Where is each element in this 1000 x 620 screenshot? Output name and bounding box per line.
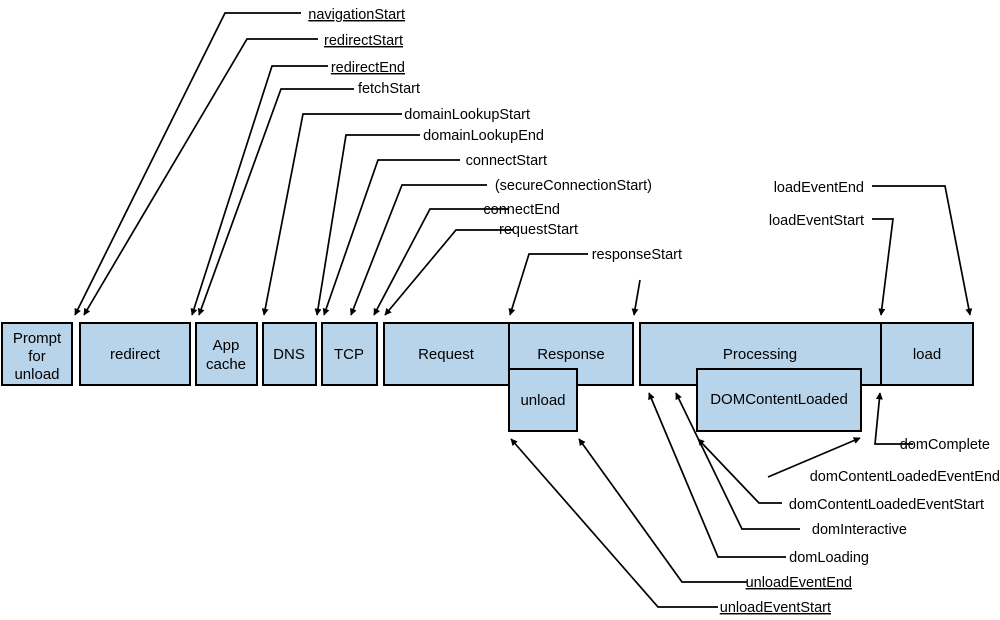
arrow-domain-lookup-end <box>314 134 420 316</box>
phase-unload-label: unload <box>520 392 565 409</box>
phase-dom-content-loaded: DOMContentLoaded <box>696 368 862 432</box>
label-dom-content-loaded-event-start: domContentLoadedEventStart <box>789 497 984 513</box>
phase-redirect: redirect <box>79 322 191 386</box>
label-redirect-start: redirectStart <box>324 33 403 49</box>
phase-tcp-label: TCP <box>334 346 364 363</box>
arrow-dom-content-loaded-event-start <box>697 438 782 504</box>
phase-response-label: Response <box>537 346 605 363</box>
label-request-start: requestStart <box>499 222 578 238</box>
arrow-navigation-start <box>74 12 301 316</box>
phase-request-label: Request <box>418 346 475 363</box>
label-load-event-end: loadEventEnd <box>774 180 864 196</box>
label-response-start: responseStart <box>592 247 682 263</box>
arrow-dom-complete <box>874 392 913 445</box>
arrow-response-start <box>508 253 588 316</box>
phase-prompt-label-3: unload <box>14 366 59 383</box>
label-connect-start: connectStart <box>466 153 547 169</box>
label-dom-interactive: domInteractive <box>812 522 907 538</box>
arrow-dom-content-loaded-event-end <box>767 437 861 478</box>
label-domain-lookup-start: domainLookupStart <box>404 107 530 123</box>
phase-dns-label: DNS <box>273 346 305 363</box>
phase-unload: unload <box>508 368 578 432</box>
label-dom-loading: domLoading <box>789 550 869 566</box>
label-dom-complete: domComplete <box>900 437 990 453</box>
label-unload-event-start: unloadEventStart <box>720 600 831 616</box>
label-navigation-start: navigationStart <box>308 7 405 23</box>
phase-dom-content-loaded-label: DOMContentLoaded <box>710 391 848 408</box>
phase-load: load <box>880 322 974 386</box>
phase-request: Request <box>383 322 510 386</box>
label-connect-end: connectEnd <box>483 202 560 218</box>
label-dom-content-loaded-event-end: domContentLoadedEventEnd <box>810 469 1000 485</box>
phase-prompt-for-unload: Prompt for unload <box>1 322 73 386</box>
label-redirect-end: redirectEnd <box>331 60 405 76</box>
arrow-load-event-end <box>872 185 973 316</box>
label-unload-event-end: unloadEventEnd <box>746 575 852 591</box>
phase-load-label: load <box>913 346 941 363</box>
arrow-redirect-start <box>83 38 318 316</box>
phase-app-cache-label-1: App <box>213 337 240 354</box>
phase-redirect-label: redirect <box>110 346 161 363</box>
phase-processing-label: Processing <box>723 346 797 363</box>
arrow-unload-event-end <box>578 438 747 583</box>
arrow-domain-lookup-start <box>261 113 402 316</box>
label-fetch-start: fetchStart <box>358 81 420 97</box>
phase-tcp: TCP <box>321 322 378 386</box>
phase-app-cache-label-2: cache <box>206 356 246 373</box>
arrow-dom-interactive <box>675 392 800 530</box>
phase-prompt-label-1: Prompt <box>13 330 62 347</box>
arrow-response-end <box>631 279 641 316</box>
phase-dns: DNS <box>262 322 317 386</box>
label-load-event-start: loadEventStart <box>769 213 864 229</box>
arrow-unload-event-start <box>510 438 718 608</box>
arrow-secure-connection-start <box>350 184 487 316</box>
arrow-dom-loading <box>648 392 786 558</box>
phase-app-cache: App cache <box>195 322 258 386</box>
label-domain-lookup-end: domainLookupEnd <box>423 128 544 144</box>
arrow-redirect-end <box>190 65 328 316</box>
phase-prompt-label-2: for <box>28 348 46 365</box>
arrow-fetch-start <box>197 88 354 316</box>
arrow-connect-start <box>322 159 460 316</box>
label-secure-connection-start: (secureConnectionStart) <box>495 178 652 194</box>
leader-lines <box>74 12 973 608</box>
arrow-request-start <box>384 229 513 316</box>
arrow-connect-end <box>373 208 508 316</box>
arrow-load-event-start <box>872 218 894 316</box>
